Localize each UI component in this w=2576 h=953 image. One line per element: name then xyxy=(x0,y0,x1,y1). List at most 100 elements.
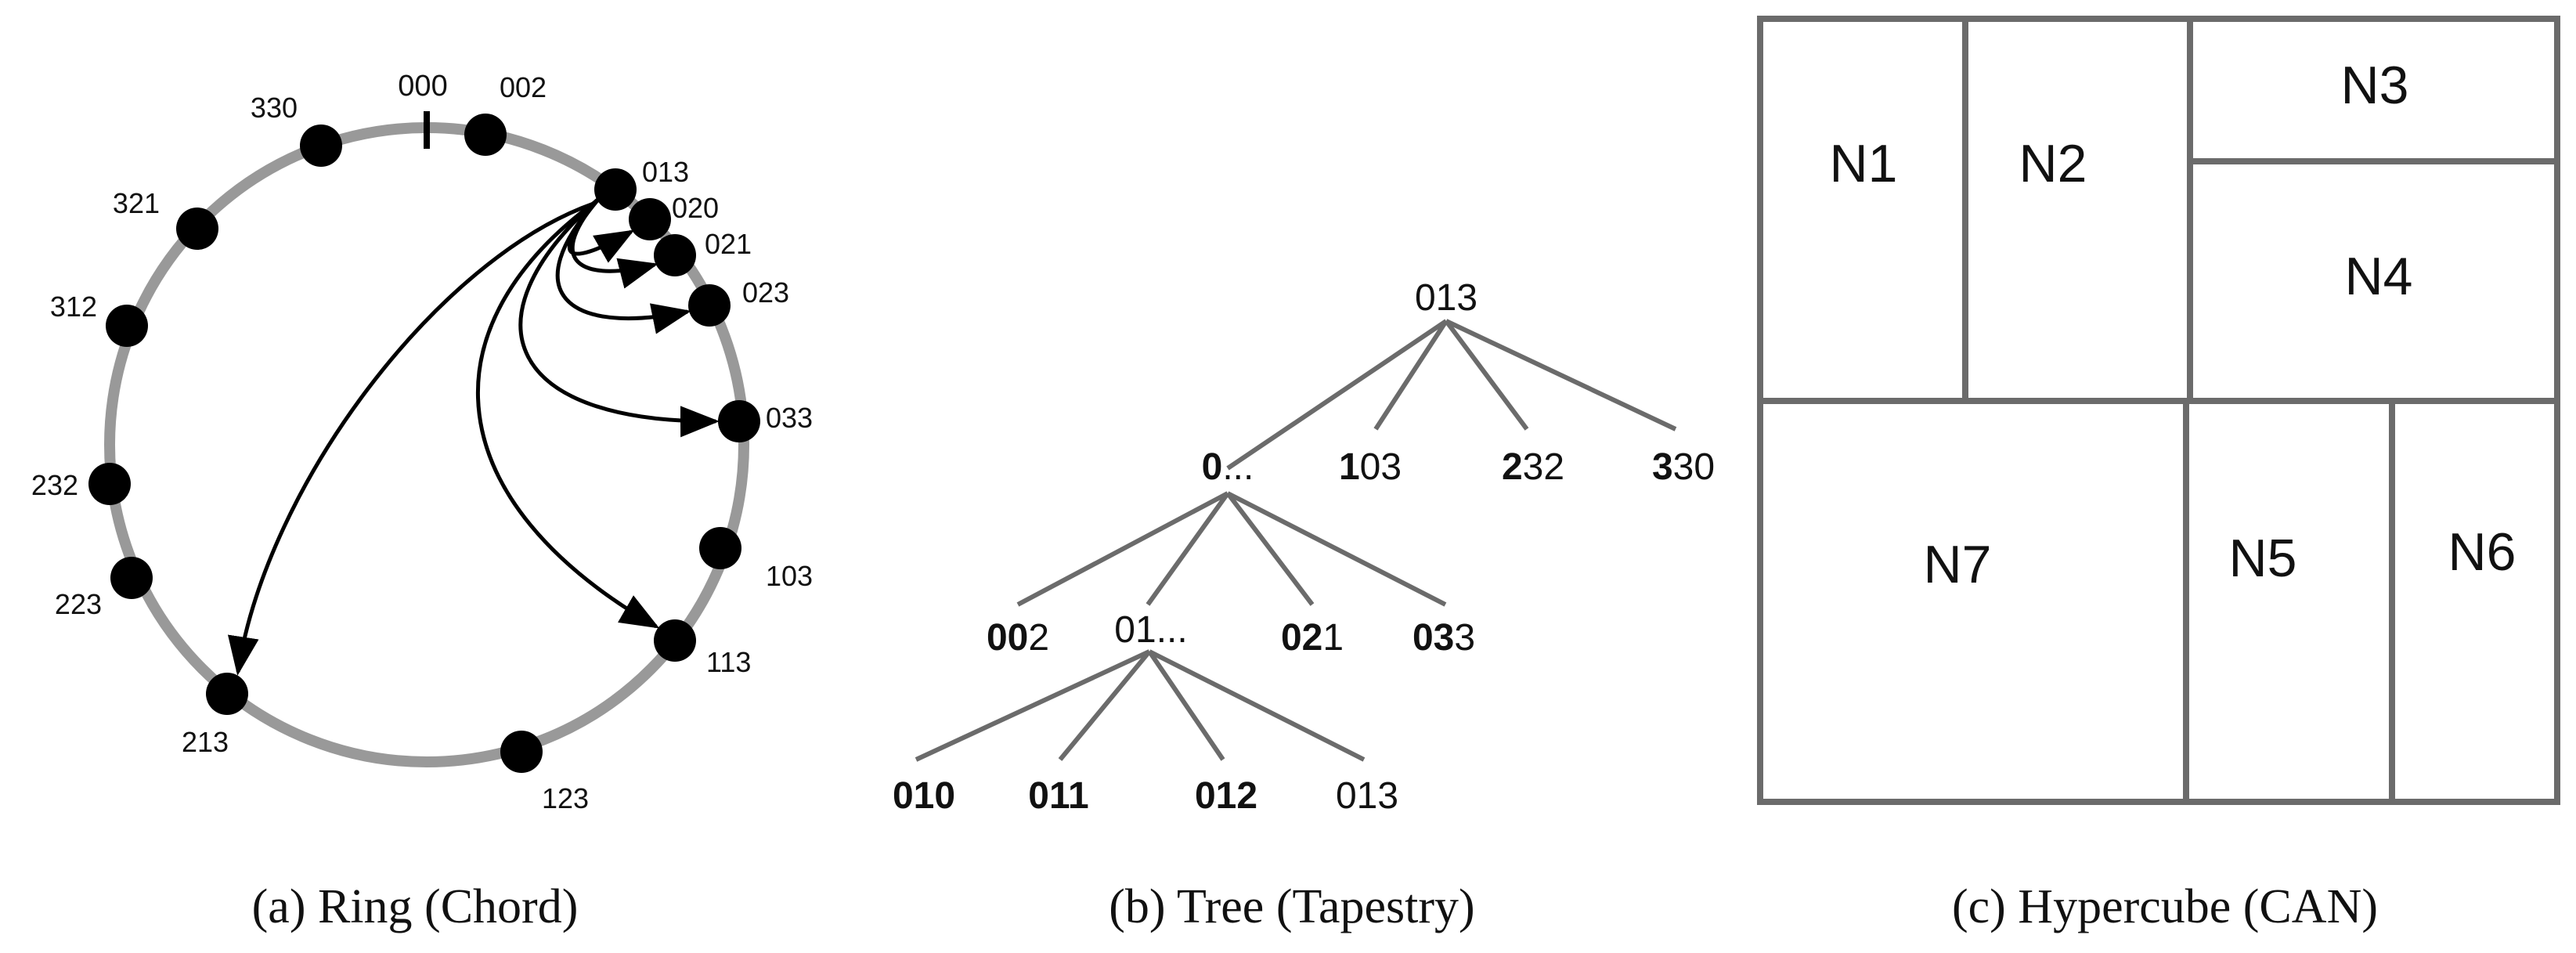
tree-l1-label-1-suffix: 03 xyxy=(1360,446,1402,488)
ring-node-label-033: 033 xyxy=(766,402,813,434)
tree-l1-label-2-bold-prefix: 2 xyxy=(1502,446,1523,488)
tree-edge-root-to-l1-0 xyxy=(1226,319,1448,471)
ring-node-label-020: 020 xyxy=(672,192,719,224)
ring-node-label-330: 330 xyxy=(251,92,298,124)
tree-edge-root-to-l1-3 xyxy=(1445,319,1677,431)
ring-node-label-223: 223 xyxy=(55,588,102,620)
ring-node-023 xyxy=(688,284,731,327)
tree-edge-l1-to-l2-3 xyxy=(1226,491,1447,607)
finger-arrow-to-033 xyxy=(518,199,720,438)
tree-l2-label-3: 033 xyxy=(1412,617,1475,659)
tree-edge-root-to-l1-1 xyxy=(1373,319,1449,431)
can-zone-labels: N1 N2 N3 N4 N5 N6 N7 xyxy=(1830,56,2516,594)
tree-l3-label-0-bold-prefix: 010 xyxy=(893,775,955,817)
tree-root-label: 013 xyxy=(1415,277,1477,319)
finger-arrow-to-023 xyxy=(555,197,691,334)
zone-label-n1: N1 xyxy=(1830,134,1898,193)
finger-arrow-to-113 xyxy=(475,200,660,629)
tree-l1-label-2-suffix: 32 xyxy=(1523,446,1564,488)
tree-l2-label-0: 002 xyxy=(987,617,1049,659)
ring-finger-arrows xyxy=(227,194,720,676)
ring-node-label-312: 312 xyxy=(50,291,97,323)
tree-l1-label-0: 0... xyxy=(1202,446,1254,488)
ring-node-321 xyxy=(176,208,218,250)
ring-node-002 xyxy=(464,114,507,156)
tree-l3-label-3-suffix: 013 xyxy=(1336,775,1398,817)
tree-l3-label-1-bold-prefix: 011 xyxy=(1028,775,1088,817)
tree-edge-root-to-l1-2 xyxy=(1444,319,1529,431)
tree-edge-l2-to-l3-0 xyxy=(915,649,1151,762)
tree-l3-label-2-bold-prefix: 012 xyxy=(1195,775,1257,817)
ring-node-020 xyxy=(629,198,671,240)
ring-node-123 xyxy=(500,731,543,773)
tree-l3-label-0: 010 xyxy=(893,775,955,817)
ring-node-label-103: 103 xyxy=(766,560,813,592)
ring-node-113 xyxy=(654,619,696,662)
tree-l1-label-1: 103 xyxy=(1339,446,1402,488)
ring-node-312 xyxy=(106,305,148,347)
tree-l2-label-0-bold-prefix: 00 xyxy=(987,617,1028,659)
ring-node-label-002: 002 xyxy=(500,71,547,103)
tree-edge-l2-to-l3-2 xyxy=(1147,650,1225,761)
tree-l1-label-3: 330 xyxy=(1652,446,1715,488)
ring-nodes: 002 013 020 021 023 033 103 113 123 213 223 232 312 3… xyxy=(31,71,813,814)
ring-node-label-021: 021 xyxy=(705,228,752,260)
tree-edge-l1-to-l2-1 xyxy=(1145,492,1230,606)
tree-edge-l2-to-l3-3 xyxy=(1148,649,1366,762)
tree-edge-l1-to-l2-2 xyxy=(1225,492,1315,606)
tree-l2-label-2: 021 xyxy=(1281,617,1344,659)
ring-node-label-213: 213 xyxy=(182,726,229,758)
ring-node-label-113: 113 xyxy=(706,646,751,678)
can-caption: (c) Hypercube (CAN) xyxy=(1952,880,2378,933)
ring-node-223 xyxy=(110,557,153,599)
can-panel: N1 N2 N3 N4 N5 N6 N7 (c) Hypercube (CAN) xyxy=(1757,16,2560,933)
ring-node-label-023: 023 xyxy=(742,276,789,309)
tree-l1-label-1-bold-prefix: 1 xyxy=(1339,446,1360,488)
ring-node-label-013: 013 xyxy=(642,156,689,188)
ring-caption: (a) Ring (Chord) xyxy=(252,880,579,933)
tree-edge-l1-to-l2-0 xyxy=(1016,491,1229,607)
tree-l2-label-1-suffix: 01... xyxy=(1114,609,1187,651)
tree-l2-label-2-bold-prefix: 02 xyxy=(1281,617,1322,659)
ring-zero-label: 000 xyxy=(398,70,447,103)
tree-l2-label-1: 01... xyxy=(1114,609,1187,651)
can-grid xyxy=(1757,16,2560,805)
zone-label-n7: N7 xyxy=(1924,535,1992,594)
tree-l1-label-0-suffix: ... xyxy=(1222,446,1254,488)
tree-edges xyxy=(915,319,1677,762)
ring-node-232 xyxy=(88,463,131,505)
ring-node-033 xyxy=(718,400,760,442)
tree-l1-label-3-suffix: 30 xyxy=(1673,446,1715,488)
ring-node-013 xyxy=(594,168,637,211)
tree-l2-label-0-suffix: 2 xyxy=(1028,617,1049,659)
can-outer-border xyxy=(1757,16,2560,805)
tree-l1-label-2: 232 xyxy=(1502,446,1564,488)
tree-edge-l2-to-l3-1 xyxy=(1058,650,1152,761)
zone-label-n3: N3 xyxy=(2341,56,2409,115)
tree-l1-label-3-bold-prefix: 3 xyxy=(1652,446,1673,488)
ring-node-330 xyxy=(300,125,342,167)
ring-node-103 xyxy=(699,527,741,569)
ring-node-021 xyxy=(654,234,696,276)
ring-panel: 000 002 013 020 021 023 033 103 113 123 213 223 232… xyxy=(31,70,813,933)
ring-node-label-232: 232 xyxy=(31,469,78,501)
ring-node-label-321: 321 xyxy=(113,187,160,219)
zone-label-n6: N6 xyxy=(2448,522,2516,582)
tree-caption: (b) Tree (Tapestry) xyxy=(1109,880,1474,933)
zone-label-n5: N5 xyxy=(2229,529,2297,588)
tree-l3-label-3: 013 xyxy=(1336,775,1398,817)
ring-node-213 xyxy=(206,673,248,715)
zone-label-n4: N4 xyxy=(2345,247,2413,306)
tree-l1-label-0-bold-prefix: 0 xyxy=(1202,446,1223,488)
tree-l2-label-3-bold-prefix: 03 xyxy=(1412,617,1454,659)
tree-l3-label-2: 012 xyxy=(1195,775,1257,817)
finger-arrow-to-213 xyxy=(227,201,594,676)
tree-l3-label-1: 011 xyxy=(1028,775,1088,817)
ring-node-label-123: 123 xyxy=(542,782,589,814)
tree-l2-label-2-suffix: 1 xyxy=(1322,617,1344,659)
zone-label-n2: N2 xyxy=(2019,134,2087,193)
tree-l2-label-3-suffix: 3 xyxy=(1454,617,1475,659)
